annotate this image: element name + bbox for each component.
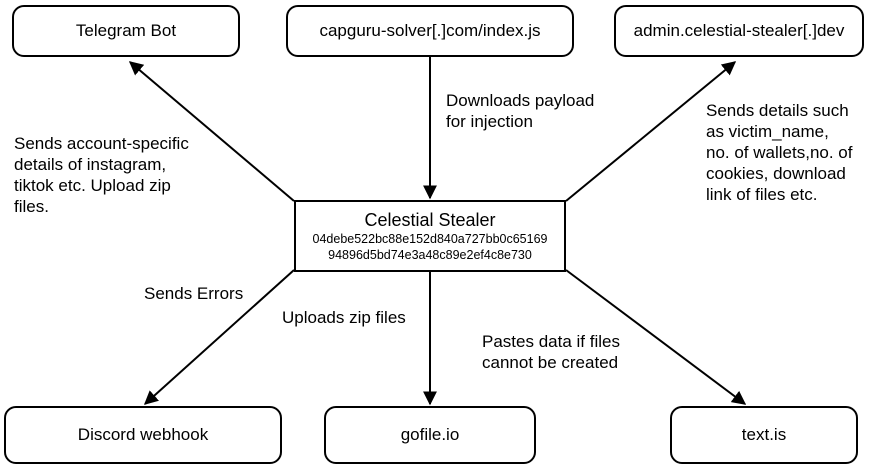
label-admin-edge: Sends details such as victim_name, no. o… [706, 101, 853, 204]
label-gofile-edge: Uploads zip files [282, 308, 406, 327]
label-discord-edge: Sends Errors [144, 284, 244, 303]
node-text-is: text.is [670, 406, 858, 464]
node-discord-webhook: Discord webhook [4, 406, 282, 464]
label-telegram-edge: Sends account-specific details of instag… [14, 134, 189, 216]
node-admin-celestial-stealer: admin.celestial-stealer[.]dev [614, 5, 864, 57]
center-title: Celestial Stealer [364, 210, 496, 230]
label-capguru-edge: Downloads payload for injection [446, 91, 595, 131]
node-celestial-stealer: Celestial Stealer 04debe522bc88e152d840a… [294, 200, 566, 272]
center-hash-line-1: 04debe522bc88e152d840a727bb0c65169 [312, 232, 548, 246]
node-capguru-solver: capguru-solver[.]com/index.js [286, 5, 574, 57]
edge-to-textis [565, 269, 747, 405]
edge-to-telegram [128, 61, 295, 202]
label-textis-edge: Pastes data if files cannot be created [482, 332, 620, 372]
node-gofile: gofile.io [324, 406, 536, 464]
edge-to-discord [143, 269, 295, 405]
node-telegram-bot: Telegram Bot [12, 5, 240, 57]
center-hash-line-2: 94896d5bd74e3a48c89e2ef4c8e730 [328, 248, 532, 262]
edge-to-admin [565, 61, 737, 202]
